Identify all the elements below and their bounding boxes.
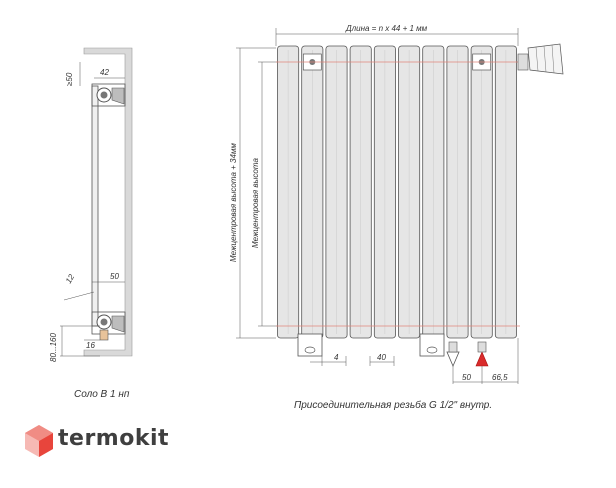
- logo-hex-right: [39, 433, 53, 457]
- wall-section: [83, 47, 133, 357]
- dim-outlet-665: 66,5: [492, 373, 508, 382]
- front-view: Длина = n x 44 + 1 мм Межцентровая высот…: [229, 24, 564, 411]
- dim-gap: 4: [334, 353, 339, 362]
- brand-name: termokit: [58, 426, 170, 451]
- front-bracket-right: [419, 333, 445, 357]
- side-radiator-body: [91, 85, 99, 327]
- dim-line-angle: [63, 291, 95, 301]
- thermostat-rib-2: [543, 45, 547, 73]
- bottom-bracket: [91, 311, 126, 335]
- side-view: ≥50 42 50 12 80...160 16 Соло В 1 нп: [49, 47, 133, 400]
- outlet-return-pipe: [448, 341, 458, 353]
- front-bracket-left-hole: [304, 346, 316, 354]
- thermostat-cap: [527, 43, 564, 75]
- dim-outlet-50: 50: [462, 373, 471, 382]
- top-collector-core: [100, 91, 108, 99]
- bottom-collector-core: [100, 318, 108, 326]
- outlet-return: [446, 351, 460, 368]
- top-bracket: [91, 83, 126, 107]
- thermostat-head: [517, 43, 564, 75]
- outlet-supply: [475, 351, 489, 367]
- radiator-sections: [277, 45, 517, 339]
- termokit-logo-icon: [25, 425, 53, 457]
- dim-wall-distance: 42: [100, 68, 109, 77]
- thermostat-body: [517, 53, 529, 71]
- thread-note: Присоединительная резьба G 1/2" внутр.: [294, 399, 492, 411]
- dim-pipe: 16: [86, 341, 95, 350]
- outlet-supply-pipe: [477, 341, 487, 353]
- bottom-bracket-plate: [111, 315, 125, 333]
- dim-height-outer: Межцентровая высота + 34мм: [229, 143, 238, 262]
- thermostat-rib-3: [551, 44, 555, 74]
- bottom-pipe-nipple: [99, 329, 109, 341]
- dim-floor: 80...160: [49, 333, 58, 362]
- thermostat-rib-1: [535, 46, 539, 72]
- dim-bottom-wall: 50: [110, 272, 119, 281]
- dim-section: 40: [377, 353, 386, 362]
- side-view-caption: Соло В 1 нп: [74, 389, 130, 400]
- front-bracket-left: [297, 333, 323, 357]
- dim-top-offset: ≥50: [65, 72, 74, 86]
- front-bracket-right-hole: [426, 346, 438, 354]
- dim-length: Длина = n x 44 + 1 мм: [345, 24, 428, 33]
- dim-angle: 12: [64, 272, 77, 285]
- top-bracket-plate: [111, 87, 125, 105]
- dim-height-inner: Межцентровая высота: [251, 158, 260, 248]
